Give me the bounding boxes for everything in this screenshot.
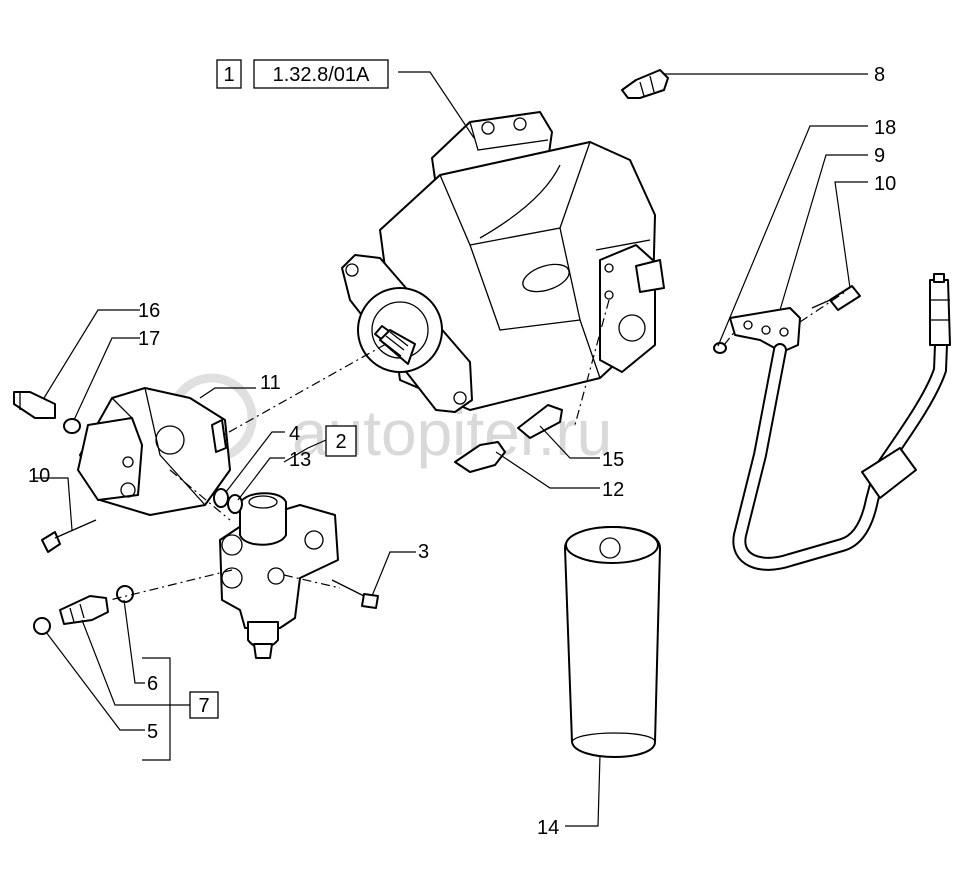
leader-line	[398, 71, 475, 139]
assembly-line	[723, 329, 737, 346]
washer-17	[63, 418, 81, 434]
valve-block	[219, 492, 339, 659]
callout-10-right[interactable]: 10	[874, 173, 896, 195]
bolt-10-left	[41, 519, 97, 553]
group-number-box: 1	[216, 59, 242, 89]
callout-3[interactable]: 3	[418, 541, 429, 563]
callout-11[interactable]: 11	[260, 372, 281, 394]
callout-box-2[interactable]: 2	[325, 425, 357, 457]
callout-9[interactable]: 9	[874, 145, 885, 167]
assembly-line	[169, 469, 231, 521]
reference-code: 1.32.8/01A	[273, 64, 370, 86]
callout-8[interactable]: 8	[874, 64, 885, 86]
o-ring-4	[213, 488, 229, 508]
leader-line	[539, 425, 600, 459]
hydraulic-pump	[341, 111, 665, 413]
leader-line	[237, 457, 285, 501]
leader-line	[371, 551, 416, 597]
o-ring-5	[33, 617, 51, 635]
pipe-assembly	[713, 273, 951, 571]
leader-line	[717, 125, 868, 347]
callout-box-7[interactable]: 7	[189, 691, 219, 719]
leader-line	[225, 431, 285, 493]
leader-line	[283, 439, 327, 463]
leader-line	[43, 309, 140, 399]
reference-code-box: 1.32.8/01A	[253, 59, 389, 89]
callout-5[interactable]: 5	[147, 721, 158, 743]
callout-4[interactable]: 4	[289, 423, 300, 445]
bolt-3	[331, 579, 379, 609]
assembly-line	[109, 569, 233, 601]
fitting-8	[621, 69, 669, 99]
gear-pump	[77, 387, 231, 516]
sensor-16	[13, 391, 56, 419]
leader-line	[199, 387, 256, 399]
callout-2-label: 2	[335, 431, 346, 453]
leader-line	[565, 754, 601, 827]
leader-line	[834, 181, 868, 289]
fitting-12	[454, 441, 506, 473]
callout-17[interactable]: 17	[138, 328, 160, 350]
callout-16[interactable]: 16	[138, 300, 160, 322]
callout-14[interactable]: 14	[537, 817, 559, 839]
callout-12[interactable]: 12	[602, 479, 624, 501]
assembly-line	[799, 291, 846, 323]
assembly-line	[574, 299, 610, 426]
assembly-line	[221, 343, 387, 437]
leader-line	[123, 599, 145, 684]
leader-line	[73, 337, 140, 421]
callout-10-left[interactable]: 10	[28, 465, 50, 487]
callout-7-label: 7	[198, 695, 209, 717]
callout-13[interactable]: 13	[289, 449, 311, 471]
o-ring-6	[116, 585, 134, 603]
leader-line	[495, 451, 600, 489]
leader-line	[34, 477, 73, 531]
leader-line	[81, 619, 190, 706]
callout-6[interactable]: 6	[147, 673, 158, 695]
leader-line	[45, 631, 145, 731]
leader-line	[779, 154, 868, 311]
filter-14	[564, 526, 661, 758]
leader-line	[142, 657, 171, 761]
callout-15[interactable]: 15	[602, 449, 624, 471]
callout-18[interactable]: 18	[874, 117, 896, 139]
adapter-7	[59, 595, 109, 625]
group-number: 1	[223, 64, 234, 86]
fitting-15	[517, 404, 563, 439]
